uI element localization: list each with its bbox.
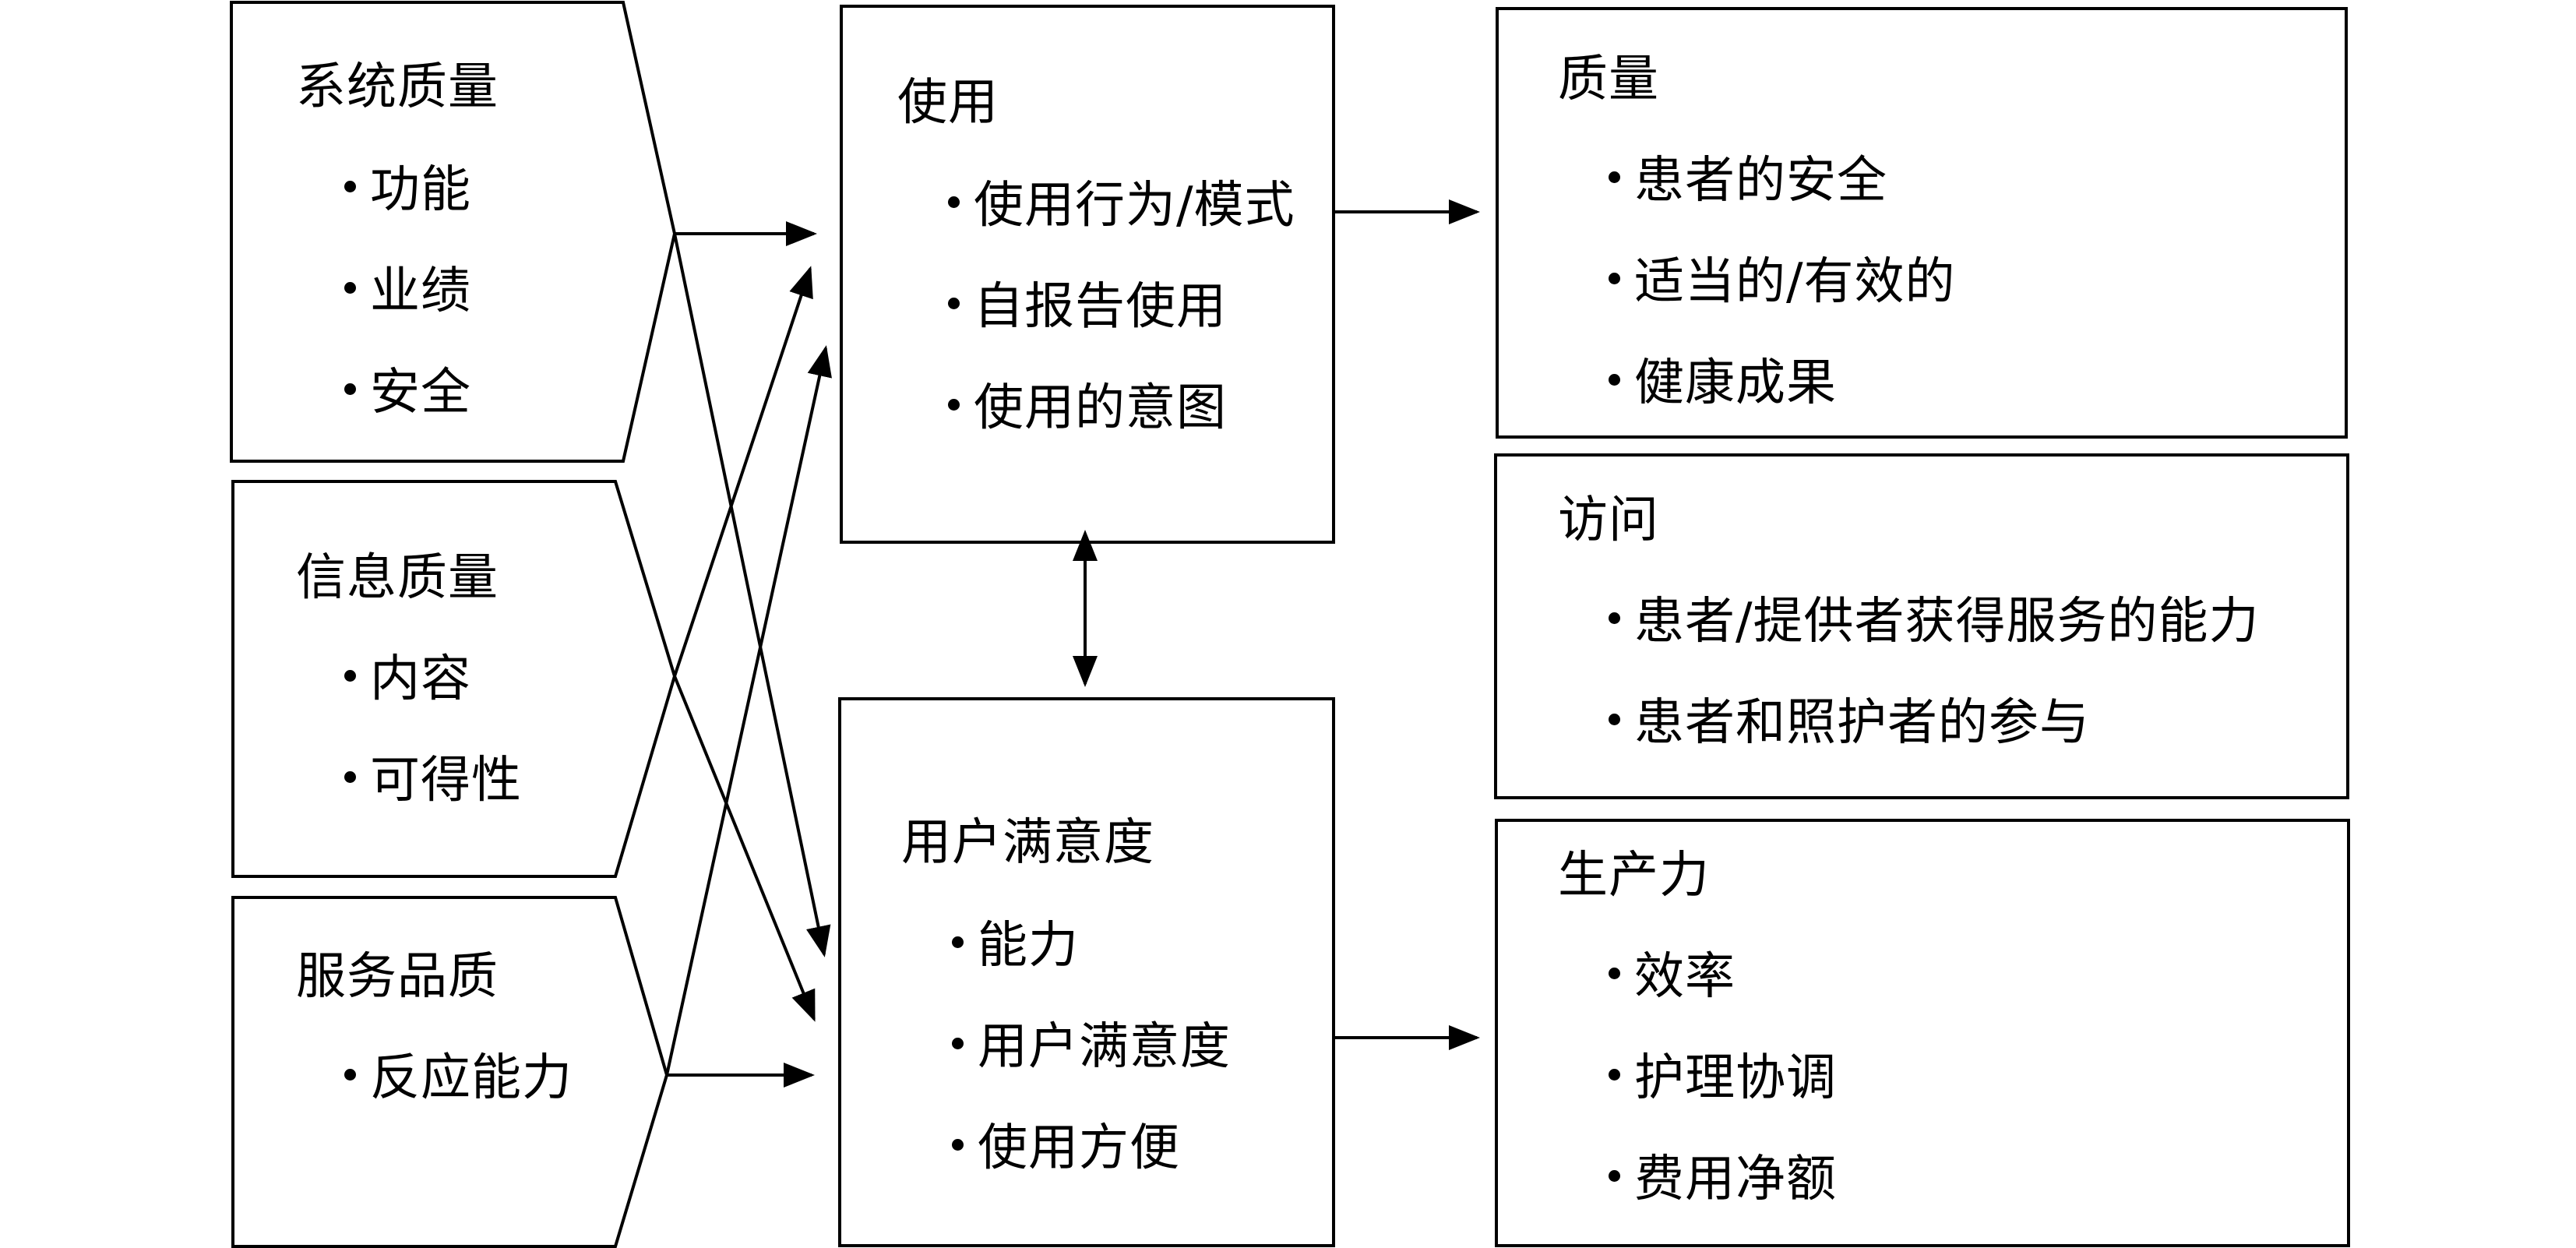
- information-quality-item: 可得性: [344, 756, 522, 806]
- use-item: 使用的意图: [948, 383, 1227, 433]
- system-quality-item: 功能: [344, 165, 471, 215]
- quality-item: 适当的/有效的: [1609, 257, 1956, 307]
- system-quality-title: 系统质量: [296, 58, 499, 116]
- use-title: 使用: [897, 74, 999, 132]
- access-box: [1494, 453, 2349, 799]
- quality-box: [1496, 7, 2348, 439]
- system-quality-item: 安全: [344, 368, 471, 418]
- access-title: 访问: [1558, 492, 1659, 549]
- information-quality-title: 信息质量: [296, 549, 499, 607]
- user-satisfaction-item: 能力: [952, 921, 1079, 971]
- service-quality-item: 反应能力: [344, 1053, 573, 1103]
- information-quality-chevron: [231, 480, 677, 878]
- productivity-box: [1495, 819, 2350, 1247]
- quality-item: 患者的安全: [1609, 156, 1887, 206]
- system-quality-chevron: [230, 1, 677, 463]
- system-quality-item: 业绩: [344, 266, 471, 316]
- access-item: 患者/提供者获得服务的能力: [1609, 597, 2260, 647]
- productivity-item: 护理协调: [1609, 1053, 1837, 1103]
- user-satisfaction-box: [838, 697, 1335, 1247]
- user-satisfaction-title: 用户满意度: [901, 814, 1154, 872]
- use-item: 使用行为/模式: [948, 181, 1295, 231]
- use-item: 自报告使用: [948, 282, 1227, 332]
- service-quality-chevron: [231, 896, 669, 1248]
- access-item: 患者和照护者的参与: [1609, 698, 2090, 748]
- productivity-title: 生产力: [1558, 847, 1710, 904]
- arrow-system-to-satisfaction: [673, 233, 831, 957]
- productivity-item: 费用净额: [1609, 1155, 1837, 1204]
- information-quality-item: 内容: [344, 654, 471, 704]
- quality-title: 质量: [1558, 51, 1659, 108]
- arrow-service-to-use: [665, 345, 832, 1076]
- service-quality-title: 服务品质: [296, 948, 499, 1006]
- arrow-information-to-use: [673, 266, 813, 677]
- productivity-item: 效率: [1609, 952, 1736, 1002]
- arrow-information-to-satisfaction: [673, 675, 816, 1022]
- user-satisfaction-item: 使用方便: [952, 1123, 1180, 1173]
- user-satisfaction-item: 用户满意度: [952, 1022, 1231, 1072]
- quality-item: 健康成果: [1609, 358, 1837, 408]
